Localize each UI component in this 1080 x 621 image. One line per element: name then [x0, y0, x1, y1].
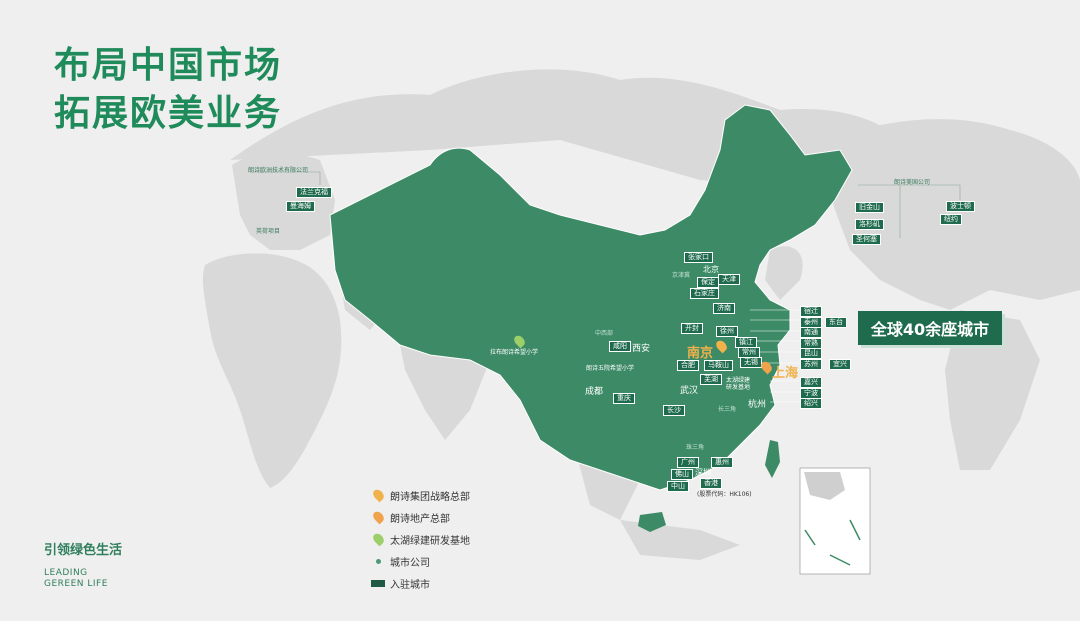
landmass-japan	[765, 246, 803, 300]
hk-stock-code: (股票代码：HK106)	[697, 491, 752, 498]
city-tag-frankfurt: 法兰克福	[296, 187, 332, 198]
bar-icon	[371, 579, 385, 587]
city-tag-tianjin: 天津	[718, 274, 740, 285]
city-tag-guangzhou: 广州	[677, 457, 699, 468]
taiwan-island	[765, 440, 780, 478]
region-zhongxibu: 中西部	[595, 330, 614, 337]
city-tag-maanshan: 马鞍山	[704, 360, 733, 371]
america-company-label: 朗诗美国公司	[894, 179, 931, 186]
europe-project-label: 英荷项目	[256, 228, 281, 235]
page-title-line1: 布局中国市场	[54, 45, 283, 86]
orange-pin-icon	[370, 509, 386, 525]
landmass-south-america	[945, 310, 1040, 470]
dot-icon	[375, 558, 381, 564]
gold-pin-icon	[370, 487, 386, 503]
city-tag-losangeles: 洛杉矶	[855, 219, 884, 230]
city-label-shenzhen: 深圳	[695, 468, 711, 477]
slogan-cn: 引领绿色生活	[44, 543, 123, 558]
city-label-hangzhou: 杭州	[748, 400, 767, 410]
school-tibet-label: 拉布朗诗希望小学	[490, 349, 539, 356]
page-title-line2: 拓展欧美业务	[54, 93, 283, 134]
region-zhusanjiao: 珠三角	[686, 444, 705, 451]
city-label-chengdu: 成都	[585, 387, 604, 397]
city-tag-nantong: 南通	[800, 327, 822, 338]
global-cities-callout: 全球40余座城市	[858, 311, 1002, 345]
city-tag-newyork: 纽约	[940, 214, 962, 225]
city-label-shanghai: 上海	[772, 366, 799, 381]
city-tag-xianyang: 咸阳	[609, 341, 631, 352]
europe-company-label: 朗诗欧洲技术有限公司	[248, 167, 309, 174]
legend-item-entered-city: 入驻城市	[370, 572, 470, 594]
city-tag-yixing: 宜兴	[829, 359, 851, 370]
city-tag-changsha: 长沙	[663, 405, 685, 416]
green-pin-icon	[370, 531, 386, 547]
city-tag-hefei: 合肥	[677, 360, 699, 371]
china-mainland	[329, 104, 853, 491]
slogan-en-line1: LEADING	[44, 568, 88, 578]
region-changsanjiao: 长三角	[718, 406, 737, 413]
taihu-base-label: 太湖绿建 研发基地	[726, 377, 751, 391]
city-tag-kaifeng: 开封	[681, 323, 703, 334]
legend-item-rd-base: 太湖绿建研发基地	[370, 528, 470, 550]
map-legend: 朗诗集团战略总部 朗诗地产总部 太湖绿建研发基地 城市公司 入驻城市	[370, 484, 470, 594]
city-tag-dongtai: 东台	[825, 317, 847, 328]
legend-item-city-company: 城市公司	[370, 550, 470, 572]
city-tag-hongkong: 香港	[700, 478, 722, 489]
city-tag-foshan: 佛山	[671, 469, 693, 480]
slogan-en-line2: GEREEN LIFE	[44, 579, 108, 589]
city-tag-huizhou: 惠州	[711, 457, 733, 468]
city-tag-sanjose: 圣何塞	[852, 234, 881, 245]
city-tag-zhangjiakou: 张家口	[684, 252, 713, 263]
legend-item-group-hq: 朗诗集团战略总部	[370, 484, 470, 506]
east-leader-lines	[750, 309, 800, 403]
city-tag-mannheim: 曼海姆	[286, 201, 315, 212]
school-xian-label: 朗诗五院希望小学	[586, 365, 635, 372]
city-tag-wuxi: 无锡	[740, 357, 762, 368]
city-tag-baoding: 保定	[697, 277, 719, 288]
city-tag-wuhu: 芜湖	[700, 374, 722, 385]
city-tag-shaoxing: 绍兴	[800, 398, 822, 409]
city-label-nanjing: 南京	[687, 346, 714, 361]
city-label-beijing: 北京	[703, 265, 719, 274]
city-label-xian: 西安	[632, 344, 651, 354]
landmass-europe	[232, 153, 335, 250]
city-tag-chongqing: 重庆	[613, 393, 635, 404]
overseas-leader-lines	[250, 171, 961, 238]
city-label-wuhan: 武汉	[680, 386, 699, 396]
city-tag-xuzhou: 徐州	[716, 326, 738, 337]
city-tag-kunshan: 昆山	[800, 348, 822, 359]
city-tag-sanfrancisco: 旧金山	[855, 202, 884, 213]
city-tag-zhongshan: 中山	[667, 481, 689, 492]
hainan-island	[638, 512, 666, 532]
city-tag-jinan: 济南	[713, 303, 735, 314]
region-jingjinji: 京津冀	[672, 272, 691, 279]
legend-item-property-hq: 朗诗地产总部	[370, 506, 470, 528]
inset-landmass	[804, 472, 845, 500]
city-tag-suzhou: 苏州	[800, 359, 822, 370]
inset-islands	[804, 519, 861, 566]
city-tag-shijiazhuang: 石家庄	[690, 288, 719, 299]
landmass-africa	[202, 253, 342, 488]
city-tag-suqian: 宿迁	[800, 306, 822, 317]
city-tag-boston: 波士顿	[946, 201, 975, 212]
city-tag-jiaxing: 嘉兴	[800, 377, 822, 388]
